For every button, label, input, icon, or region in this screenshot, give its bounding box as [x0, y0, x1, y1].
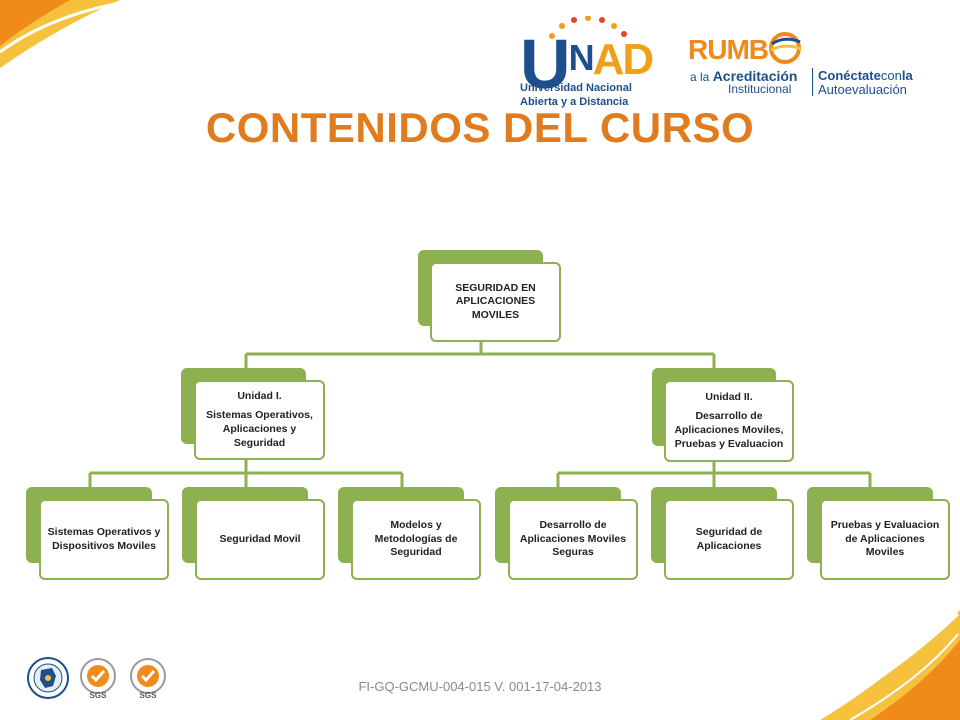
child-line: Aplicaciones Moviles: [519, 532, 627, 545]
unit2-heading: Unidad II.: [705, 390, 753, 403]
sgs-certification-icon: SGS: [130, 658, 166, 700]
rumbo-title: RUMB: [688, 34, 769, 65]
child-line: Desarrollo de: [539, 519, 607, 532]
conectate-line: Conéctateconla: [818, 68, 913, 83]
root-line: MOVILES: [471, 308, 520, 321]
unad-wordmark: UNAD: [520, 25, 654, 103]
rumbo-compass-icon: [769, 32, 802, 64]
root-line: SEGURIDAD EN: [455, 281, 536, 294]
unit1-line: Sistemas Operativos,: [206, 409, 313, 422]
child-line: Sistemas Operativos y: [47, 525, 161, 538]
child-line: Modelos y: [390, 519, 442, 532]
badge-label: SGS: [140, 691, 158, 700]
unit2-line: Desarrollo de: [695, 410, 763, 423]
unit2-connector: [556, 460, 872, 487]
unit1-child-2: Seguridad Movil: [182, 487, 325, 580]
child-line: Dispositivos Moviles: [52, 539, 156, 552]
child-line: Seguridad de: [695, 525, 763, 538]
rumbo-logo: RUMB a la Acreditación Institucional Con…: [688, 32, 938, 104]
certification-badges: SGS SGS: [26, 656, 170, 700]
autoevaluacion-line: Autoevaluación: [818, 82, 907, 97]
child-line: Seguridad: [390, 546, 442, 559]
child-line: Pruebas y Evaluacion: [830, 519, 940, 532]
unit2-child-3: Pruebas y Evaluacion de Aplicaciones Mov…: [807, 487, 950, 580]
child-line: Aplicaciones: [696, 539, 762, 552]
unit1-child-1: Sistemas Operativos y Dispositivos Movil…: [26, 487, 169, 580]
sgs-certification-icon: SGS: [80, 658, 116, 700]
child-line: Seguras: [552, 546, 594, 559]
unad-name-line2: Abierta y a Distancia: [520, 96, 629, 108]
unit2-line: Pruebas y Evaluacion: [674, 437, 784, 450]
unad-logo: UNAD Universidad Nacional Abierta y a Di…: [520, 16, 654, 108]
root-node: SEGURIDAD EN APLICACIONES MOVILES: [418, 250, 561, 342]
slide-title: CONTENIDOS DEL CURSO: [205, 104, 755, 151]
unad-name-line1: Universidad Nacional: [520, 82, 632, 94]
unit2-child-2: Seguridad de Aplicaciones: [651, 487, 794, 580]
rumbo-separator: [812, 68, 813, 96]
root-connector: [244, 340, 716, 370]
root-line: APLICACIONES: [455, 295, 536, 308]
footer-code: FI-GQ-GCMU-004-015 V. 001-17-04-2013: [358, 679, 602, 694]
child-line: Moviles: [865, 546, 905, 559]
unit1-child-3: Modelos y Metodologías de Seguridad: [338, 487, 481, 580]
unit1-connector: [88, 458, 404, 487]
rumbo-line1: a la Acreditación: [690, 68, 798, 84]
rumbo-line2: Institucional: [728, 82, 792, 96]
unad-dots-icon: [549, 16, 627, 39]
child-line: Seguridad Movil: [219, 532, 301, 545]
unit2-line: Aplicaciones Moviles,: [674, 424, 784, 436]
unit1-line: Aplicaciones y: [222, 423, 297, 435]
colombia-seal-icon: [27, 657, 69, 699]
unit1-node: Unidad I. Sistemas Operativos, Aplicacio…: [181, 368, 325, 460]
child-line: de Aplicaciones: [845, 532, 925, 545]
unit1-heading: Unidad I.: [237, 389, 282, 402]
unit2-child-1: Desarrollo de Aplicaciones Moviles Segur…: [495, 487, 638, 580]
unit1-line: Seguridad: [233, 436, 286, 449]
child-line: Metodologías de: [374, 532, 458, 545]
unit2-node: Unidad II. Desarrollo de Aplicaciones Mo…: [652, 368, 794, 462]
badge-label: SGS: [90, 691, 108, 700]
